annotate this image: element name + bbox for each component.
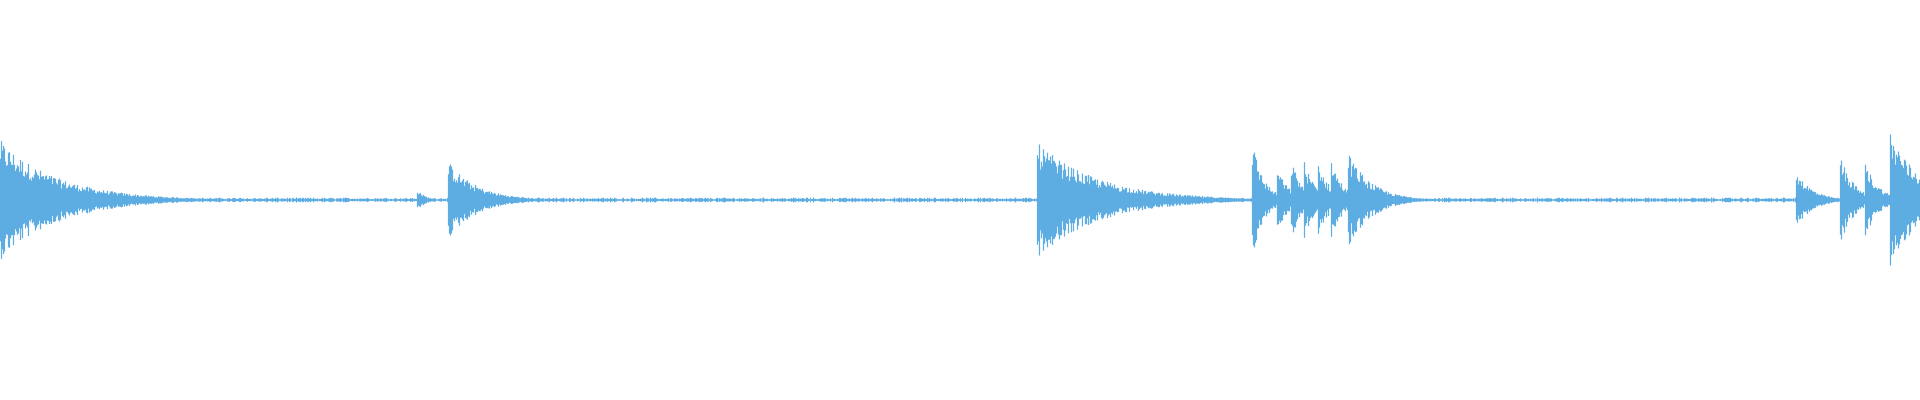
waveform-path [0,134,1920,266]
waveform-bars [0,134,1920,266]
